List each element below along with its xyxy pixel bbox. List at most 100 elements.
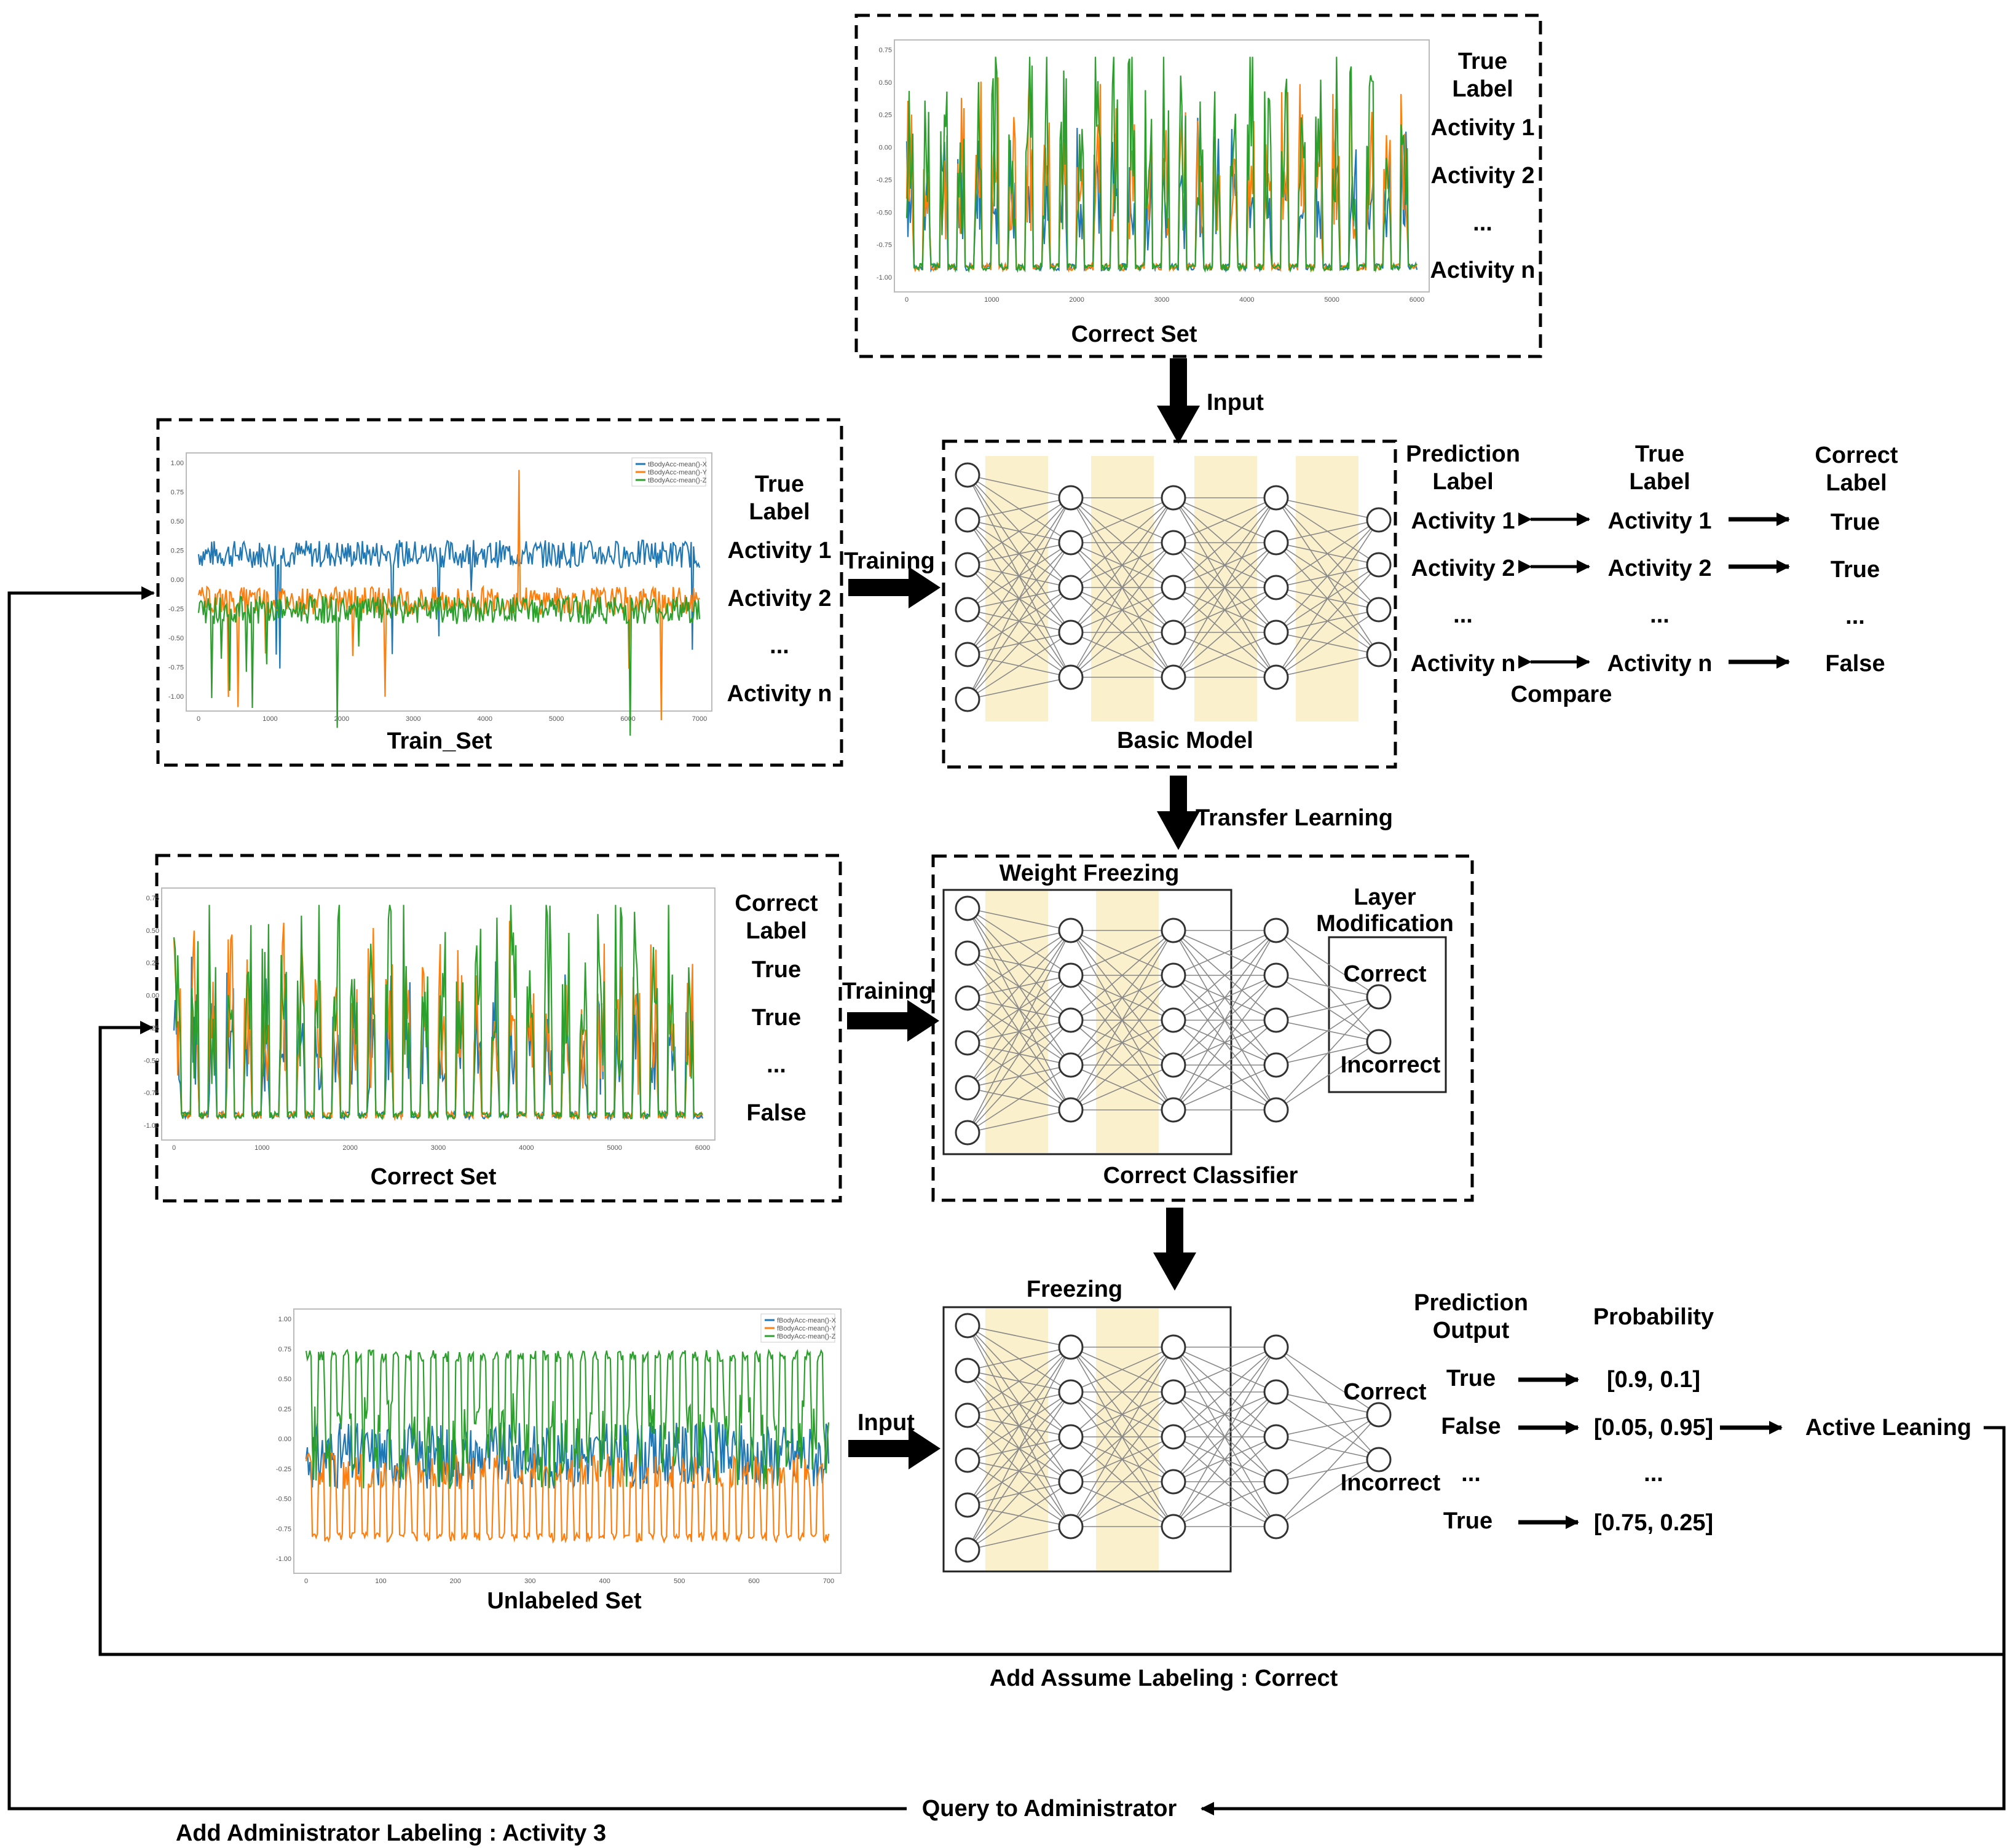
classifier-net-neuron <box>955 1030 980 1056</box>
unlabeled-plot-x-tick: 200 <box>450 1578 461 1585</box>
unlabeled-plot-x-tick: 100 <box>375 1578 386 1585</box>
basic-net-neuron <box>955 552 980 578</box>
train-caption: Train_Set <box>387 728 492 754</box>
top-plot-x-tick: 3000 <box>1154 296 1169 304</box>
classifier-net-connection <box>1070 930 1174 1066</box>
pred-2: Activity 2 <box>1411 556 1515 581</box>
classifier-net-band <box>985 891 1048 1153</box>
top-label-4: Activity n <box>1430 258 1535 283</box>
classifier-net-connection <box>1070 930 1174 1111</box>
layer-mod-label-1: Layer <box>1354 884 1416 910</box>
classifier-net-neuron <box>955 985 980 1011</box>
middle-caption: Correct Set <box>371 1164 497 1190</box>
classifier-net-connection <box>967 1020 1071 1133</box>
unlabeled-plot-x-tick: 500 <box>674 1578 685 1585</box>
middle-label-1: True <box>752 957 801 983</box>
train-plot-x-tick: 6000 <box>620 715 635 723</box>
prediction-output-table: Prediction Output Probability True False… <box>1414 1290 1971 1536</box>
train-plot-legend-entry: tBodyAcc-mean()-X <box>648 461 708 468</box>
bottom-net-connection <box>967 1391 1071 1551</box>
bottom-net-neuron <box>1366 1447 1392 1473</box>
weight-freezing-label: Weight Freezing <box>1000 860 1180 886</box>
unlabeled-plot-x-tick: 300 <box>524 1578 535 1585</box>
train-plot-legend-entry: tBodyAcc-mean()-Z <box>648 477 707 484</box>
classifier-net-connection <box>967 930 1071 1088</box>
bottom-net-connection <box>1070 1347 1174 1437</box>
basic-net-neuron <box>1161 575 1186 600</box>
bottom-net-neuron <box>955 1358 980 1383</box>
train-label-head-2: Label <box>749 499 810 525</box>
bottom-net-connection <box>1070 1481 1174 1527</box>
basic-net-neuron <box>955 686 980 712</box>
bottom-net-neuron <box>1263 1514 1289 1539</box>
train-plot-legend-entry: tBodyAcc-mean()-Y <box>648 469 708 476</box>
unlabeled-plot-y-tick: 0.00 <box>278 1436 291 1443</box>
basic-net-connection <box>1070 497 1174 678</box>
admin-label-text: Add Administrator Labeling : Activity 3 <box>176 1820 606 1846</box>
classifier-net-neuron <box>1161 1007 1186 1033</box>
bottom-net-connection <box>1070 1391 1174 1527</box>
prob-1: [0.9, 0.1] <box>1607 1367 1700 1393</box>
unlabeled-plot-y-tick: 0.25 <box>278 1406 291 1413</box>
top-plot-x-tick: 4000 <box>1239 296 1254 304</box>
train-plot-x-tick: 7000 <box>692 715 707 723</box>
input-arrow-right-label: Input <box>858 1410 915 1436</box>
training-arrow-1-label: Training <box>844 548 935 574</box>
classifier-net-connection <box>967 1109 1071 1133</box>
classifier-net-connection <box>1276 996 1379 1066</box>
middle-label-3: ... <box>767 1052 786 1078</box>
middle-plot-y-tick: -1.00 <box>144 1122 159 1130</box>
train-plot-y-tick: 0.75 <box>171 489 184 497</box>
top-plot-y-tick: -0.25 <box>877 176 892 184</box>
basic-net-neuron <box>1058 619 1084 645</box>
train-plot-series-1 <box>197 539 701 669</box>
basic-net-neuron <box>1161 530 1186 556</box>
layer-mod-label-2: Modification <box>1316 911 1454 937</box>
basic-net-connection <box>1173 587 1277 678</box>
bottom-net-connection <box>1173 1347 1277 1482</box>
basic-net-neuron <box>1161 664 1186 690</box>
classifier-down-arrow <box>1153 1208 1196 1291</box>
basic-net-neuron <box>1058 485 1084 511</box>
classifier-net-connection <box>967 1064 1071 1133</box>
classifier-out-incorrect: Incorrect <box>1341 1052 1441 1078</box>
compare-label: Compare <box>1511 682 1612 707</box>
basic-net-neuron <box>955 597 980 623</box>
basic-net-neuron <box>1161 485 1186 511</box>
middle-plot-y-tick: -0.50 <box>144 1057 159 1064</box>
bottom-net-connection <box>967 1526 1071 1551</box>
middle-label-2: True <box>752 1005 801 1031</box>
prob-head: Probability <box>1593 1304 1714 1330</box>
bottom-net-connection <box>967 1436 1071 1551</box>
assume-label-text: Add Assume Labeling : Correct <box>990 1665 1338 1691</box>
classifier-net-connection <box>1173 930 1277 976</box>
correct-3: ... <box>1845 604 1865 629</box>
unlabeled-plot-y-tick: -0.25 <box>276 1466 291 1473</box>
bottom-net-connection <box>1276 1414 1379 1482</box>
classifier-net-connection <box>1070 930 1174 1021</box>
classifier-net-neuron <box>1366 1029 1392 1055</box>
truth-3: ... <box>1650 602 1670 628</box>
classifier-net-connection <box>1276 975 1379 997</box>
assume-labeling-loop <box>98 1021 2006 1656</box>
basic-net-connection <box>967 542 1071 700</box>
bottom-net-connection <box>1173 1436 1277 1527</box>
unlabeled-plot-x-tick: 0 <box>304 1578 308 1585</box>
bottom-net-connection <box>1276 1459 1379 1527</box>
bottom-net-neuron <box>1161 1334 1186 1360</box>
basic-net-connection <box>967 497 1071 655</box>
middle-plot-y-tick: 0.25 <box>146 960 159 967</box>
unlabeled-plot-y-tick: -0.75 <box>276 1525 291 1533</box>
top-plot-y-tick: -0.75 <box>877 242 892 249</box>
classifier-net-connection <box>1070 930 1174 976</box>
train-label-4: Activity n <box>727 681 832 707</box>
bottom-net-neuron <box>1366 1402 1392 1428</box>
train-plot-legend: tBodyAcc-mean()-XtBodyAcc-mean()-YtBodyA… <box>631 457 708 487</box>
pred-3: ... <box>1453 602 1473 628</box>
classifier-net-connection <box>1276 996 1379 1021</box>
classifier-net-neuron <box>1161 1052 1186 1078</box>
basic-net-neuron <box>1366 552 1392 578</box>
train-plot-x-tick: 3000 <box>406 715 420 723</box>
bottom-out-incorrect: Incorrect <box>1341 1470 1441 1496</box>
